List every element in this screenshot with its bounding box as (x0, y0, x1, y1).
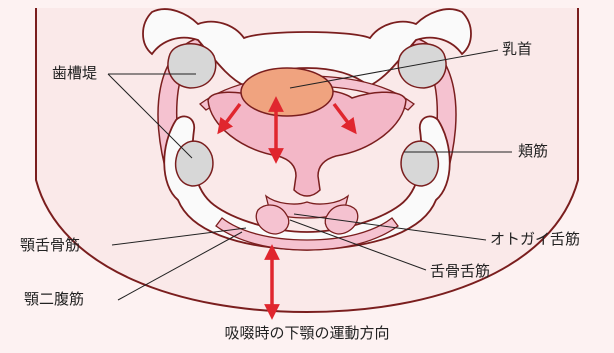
upper-socket-right (398, 44, 446, 88)
label-buccinator: 頬筋 (518, 144, 548, 159)
label-genioglossus: オトガイ舌筋 (490, 232, 580, 247)
label-digastric: 顎二腹筋 (24, 292, 84, 307)
label-geniohyoid: 顎舌骨筋 (20, 238, 80, 253)
lower-socket-right (401, 141, 438, 186)
label-hyoglossus: 舌骨舌筋 (430, 264, 490, 279)
nipple (241, 68, 333, 116)
upper-socket-left (168, 44, 216, 88)
figure-caption: 吸啜時の下顎の運動方向 (0, 326, 614, 341)
label-nipple: 乳首 (502, 42, 532, 57)
label-alveolar-ridge: 歯槽堤 (52, 66, 97, 81)
